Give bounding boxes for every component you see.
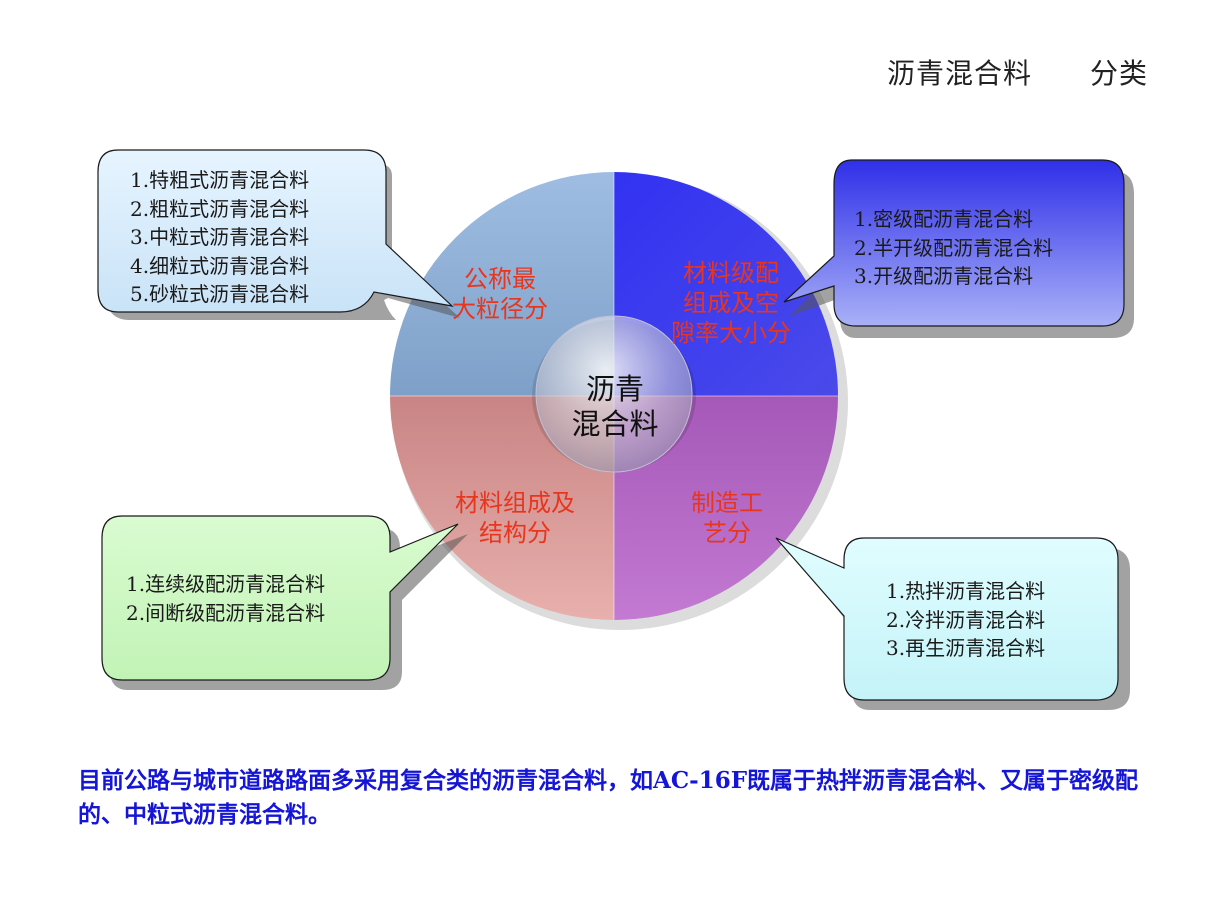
page-title: 沥青混合料 分类	[886, 57, 1148, 90]
callout-top-right	[783, 159, 1134, 338]
list-item: 3.再生沥青混合料	[886, 636, 1046, 660]
callout-bottom-left	[101, 515, 468, 690]
list-item: 5.砂粒式沥青混合料	[130, 282, 310, 306]
list-item: 2.冷拌沥青混合料	[886, 607, 1046, 632]
list-item: 2.间断级配沥青混合料	[126, 600, 326, 625]
callout-text-top-left: 1.特粗式沥青混合料 2.粗粒式沥青混合料 3.中粒式沥青混合料 4.细粒式沥青…	[130, 166, 309, 309]
list-item: 3.中粒式沥青混合料	[130, 225, 310, 249]
quadrant-label-top-right: 材料级配 组成及空 隙率大小分	[671, 259, 791, 347]
callout-bottom-right	[775, 537, 1130, 710]
center-hub	[535, 315, 693, 473]
callout-text-bottom-right: 1.热拌沥青混合料 2.冷拌沥青混合料 3.再生沥青混合料	[886, 577, 1045, 663]
quadrant-label-top-left: 公称最 大粒径分	[452, 265, 548, 323]
callout-top-left	[97, 149, 460, 320]
list-item: 1.密级配沥青混合料	[854, 207, 1034, 231]
quadrant-label-bottom-left: 材料组成及 结构分	[455, 489, 575, 547]
list-item: 2.半开级配沥青混合料	[854, 235, 1054, 260]
list-item: 1.特粗式沥青混合料	[130, 168, 310, 192]
quadrant-bottom-left	[390, 396, 614, 620]
list-item: 1.连续级配沥青混合料	[126, 572, 326, 596]
list-item: 1.热拌沥青混合料	[886, 579, 1046, 603]
footnote: 目前公路与城市道路路面多采用复合类的沥青混合料，如AC-16F既属于热拌沥青混合…	[78, 767, 1139, 828]
quadrant-bottom-right	[614, 396, 838, 620]
list-item: 3.开级配沥青混合料	[854, 264, 1034, 288]
list-item: 2.粗粒式沥青混合料	[130, 196, 310, 221]
list-item: 4.细粒式沥青混合料	[130, 253, 310, 278]
quadrant-label-bottom-right: 制造工 艺分	[691, 489, 763, 547]
center-label: 沥青 混合料	[571, 372, 659, 441]
callout-text-top-right: 1.密级配沥青混合料 2.半开级配沥青混合料 3.开级配沥青混合料	[854, 205, 1053, 291]
callout-text-bottom-left: 1.连续级配沥青混合料 2.间断级配沥青混合料	[126, 570, 325, 627]
